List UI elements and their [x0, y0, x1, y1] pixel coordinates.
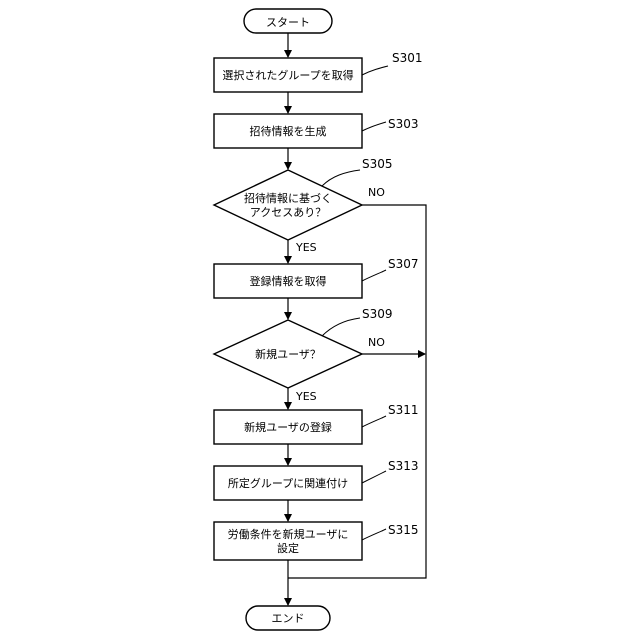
s309-leader [322, 318, 360, 336]
process-s303: 招待情報を生成 S303 [214, 114, 419, 148]
s305-leader [322, 170, 360, 186]
s305-text-line1: 招待情報に基づく [244, 191, 332, 205]
s309-yes-label: YES [295, 390, 317, 403]
process-s311: 新規ユーザの登録 S311 [214, 403, 419, 444]
process-s315: 労働条件を新規ユーザに 設定 S315 [214, 522, 419, 560]
s313-text: 所定グループに関連付け [228, 476, 348, 490]
s315-leader [362, 529, 386, 540]
s311-id: S311 [388, 403, 419, 417]
s307-leader [362, 270, 386, 281]
end-terminal: エンド [246, 606, 330, 630]
s305-text-line2: アクセスあり？ [250, 206, 326, 219]
s313-id: S313 [388, 459, 419, 473]
s315-id: S315 [388, 523, 419, 537]
process-s307: 登録情報を取得 S307 [214, 257, 419, 298]
s305-no-label: NO [368, 186, 385, 199]
start-label: スタート [266, 16, 310, 29]
s301-leader [362, 66, 388, 75]
s303-leader [362, 122, 386, 131]
s305-id: S305 [362, 157, 393, 171]
s301-text: 選択されたグループを取得 [222, 68, 353, 82]
s315-text-line2: 設定 [277, 541, 299, 555]
s309-no-label: NO [368, 336, 385, 349]
s313-leader [362, 471, 386, 483]
s305-yes-label: YES [295, 241, 317, 254]
s311-text: 新規ユーザの登録 [244, 420, 332, 434]
process-s313: 所定グループに関連付け S313 [214, 459, 419, 500]
decision-s305: 招待情報に基づく アクセスあり？ S305 [214, 157, 393, 240]
s311-leader [362, 416, 386, 427]
start-terminal: スタート [244, 9, 332, 33]
s307-id: S307 [388, 257, 419, 271]
s309-text: 新規ユーザ？ [255, 347, 321, 361]
s301-id: S301 [392, 51, 423, 65]
s303-text: 招待情報を生成 [250, 124, 327, 138]
s307-text: 登録情報を取得 [250, 274, 327, 288]
s309-id: S309 [362, 307, 393, 321]
process-s301: 選択されたグループを取得 S301 [214, 51, 423, 92]
s303-id: S303 [388, 117, 419, 131]
s315-text-line1: 労働条件を新規ユーザに [228, 527, 349, 541]
decision-s309: 新規ユーザ？ S309 [214, 307, 393, 388]
end-label: エンド [272, 612, 305, 625]
